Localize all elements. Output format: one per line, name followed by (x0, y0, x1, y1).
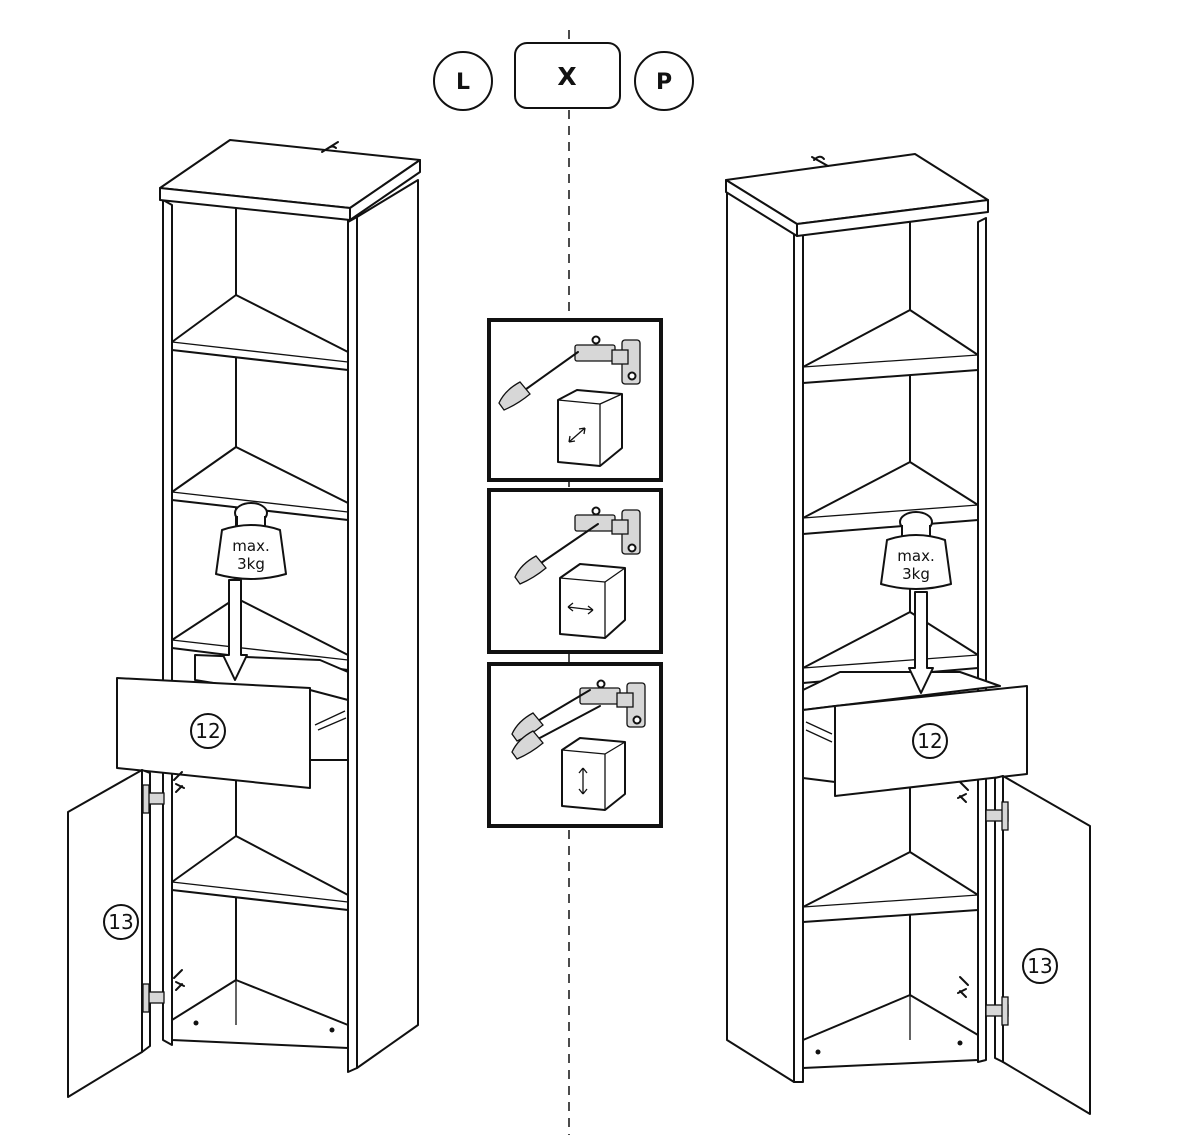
right-hinge-bottom (957, 976, 1009, 1026)
right-drawer[interactable]: 12 (802, 671, 1028, 797)
cube-icon (559, 563, 626, 639)
right-shelf-1 (802, 309, 979, 384)
right-side-panel-left-face (726, 184, 795, 1083)
left-cabinet: 12 max. 3kg 13 (67, 139, 421, 1098)
left-drawer-number: 12 (195, 719, 220, 743)
right-door[interactable]: 13 (994, 775, 1091, 1115)
horizontal-arrow-icon (567, 602, 594, 615)
left-door[interactable]: 13 (67, 769, 151, 1098)
right-drawer-box (802, 671, 1001, 711)
right-top-side-edge (725, 179, 798, 237)
left-drawer-number-circle (190, 713, 226, 749)
right-side-panel-left-edge (793, 224, 804, 1083)
left-weight-limit: max. 3kg (215, 502, 287, 681)
right-drawer-number: 12 (917, 729, 942, 753)
screwdriver-icon (514, 523, 599, 585)
left-side-panel-right (347, 216, 358, 1073)
right-side-panel-right (977, 217, 987, 1063)
right-weight-body (880, 534, 952, 590)
right-drawer-side (802, 705, 836, 783)
cube-icon (561, 737, 626, 811)
right-shelves (802, 309, 979, 923)
left-side-panel-left (162, 199, 173, 1046)
hinge-panel-side (487, 488, 663, 654)
right-door-number-circle (1022, 948, 1058, 984)
left-shelf-4 (171, 835, 349, 911)
left-door-number: 13 (108, 910, 133, 934)
right-hinges (957, 781, 1009, 1026)
hinge-panel-height (487, 662, 663, 828)
left-wall-hook (321, 141, 339, 153)
right-weight-line1: max. (897, 547, 934, 565)
center-option-box (514, 42, 621, 109)
cube-icon (557, 389, 623, 467)
header: L X P (433, 42, 694, 111)
left-weight-line1: max. (232, 537, 269, 555)
right-option-label: P (656, 70, 672, 95)
left-drawer-rail (314, 710, 347, 731)
left-door-edge (141, 769, 151, 1053)
vertical-arrow-icon (578, 767, 588, 795)
left-hinges (141, 771, 185, 1013)
right-cabinet: 12 max. 3kg 13 (725, 153, 1091, 1115)
left-bottom-panel (171, 979, 349, 1049)
screwdriver-icon (498, 351, 579, 411)
right-weight-line2: 3kg (902, 565, 930, 583)
right-drawer-number-circle (912, 723, 948, 759)
hinge-icon (574, 506, 641, 555)
left-shelves (171, 294, 349, 911)
left-door-number-circle (103, 904, 139, 940)
hinge-icon (579, 679, 646, 728)
left-side-panel-right-face (356, 179, 419, 1069)
left-top-side-edge (349, 159, 421, 221)
right-wall-hook (811, 155, 829, 167)
right-shelf-2 (802, 461, 979, 535)
left-weight-body (215, 524, 287, 580)
right-option-circle (634, 51, 694, 111)
center-option-label: X (557, 62, 576, 91)
hinge-adjustment-panels (487, 318, 663, 828)
screwdriver-icon-lower (511, 705, 601, 760)
right-door-number: 13 (1027, 954, 1052, 978)
left-weight-arrow (222, 579, 248, 681)
hinge-panel-depth (487, 318, 663, 482)
hinge-icon (574, 335, 641, 385)
left-hinge-top (141, 771, 185, 814)
right-weight-limit: max. 3kg (880, 511, 952, 694)
right-door-front (1002, 775, 1091, 1115)
diagonal-arrow-icon (568, 427, 586, 443)
left-option-label: L (456, 70, 470, 95)
right-weight-arrow (908, 591, 934, 694)
left-weight-line2: 3kg (237, 555, 265, 573)
left-shelf-3 (171, 597, 349, 671)
right-bottom-panel (802, 994, 979, 1069)
left-shelf-1 (171, 294, 349, 371)
right-hinge-top (957, 781, 1009, 831)
left-option-circle (433, 51, 493, 111)
right-drawer-rail (805, 721, 833, 743)
left-hinge-bottom (141, 969, 185, 1013)
